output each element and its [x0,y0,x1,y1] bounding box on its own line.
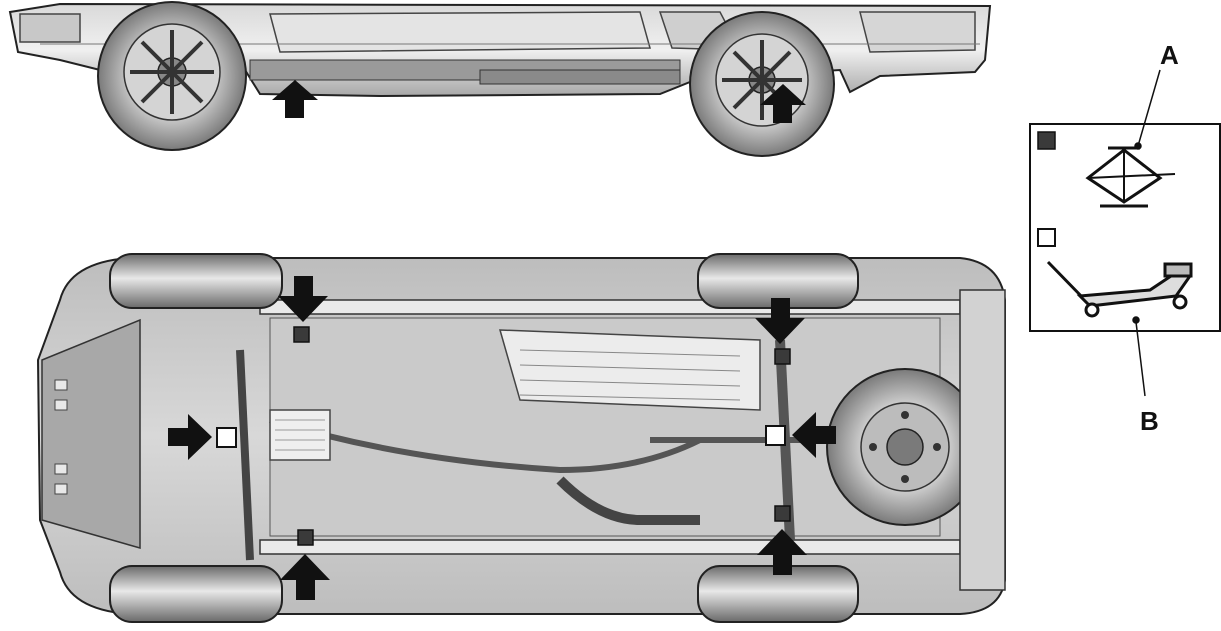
scissor-jack-icon [1085,146,1176,208]
arrow-rear-left [755,298,805,344]
floor-jack-icon [1046,260,1193,318]
legend-item-floor-jack [1037,228,1193,318]
side-jack-arrow-rear [760,84,806,123]
leader-dot-a [1134,142,1142,150]
arrow-front-left [278,276,328,322]
side-jack-arrow-front [272,80,318,118]
vehicle-side-view [8,1,992,157]
floor-jack-marker-front [216,427,237,448]
side-front-wheel [97,1,247,151]
jack-point-marker-front-right [297,529,314,546]
arrow-front-right [280,554,330,600]
open-square-marker [1037,228,1056,247]
callout-label-a: A [1160,40,1179,70]
vehicle-underbody-view [36,253,1006,623]
arrow-rear-right [757,529,807,575]
leader-dot-b [1132,316,1140,324]
leader-line-a [1137,69,1161,147]
arrow-front-center [168,414,212,460]
underbody-front-right-tire [109,565,283,623]
underbody-front-left-tire [109,253,283,309]
callout-leader-lines [1132,69,1161,397]
callout-label-b: B [1140,406,1159,436]
jack-point-marker-rear-left [774,348,791,365]
jack-point-marker-front-left [293,326,310,343]
jack-point-marker-rear-right [774,505,791,522]
legend-item-scissor-jack [1037,131,1176,208]
side-rear-wheel [689,11,835,157]
filled-square-marker [1037,131,1056,150]
jack-type-legend [1029,123,1221,332]
leader-line-b [1135,321,1146,397]
arrow-rear-center [792,412,836,458]
floor-jack-marker-rear [765,425,786,446]
